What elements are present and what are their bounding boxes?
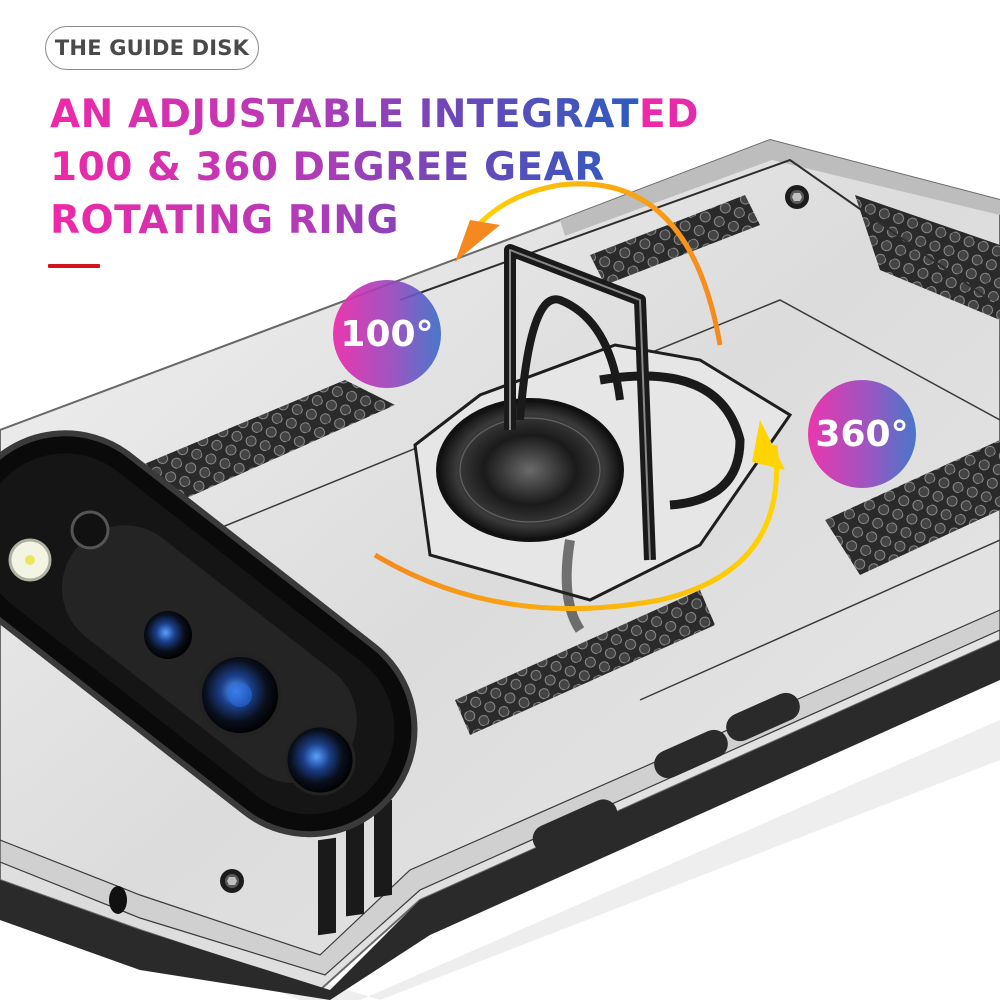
camera-lens-3 [284, 724, 356, 796]
ring-loop-open [599, 371, 745, 510]
arc-arrow-clockwise [373, 444, 779, 612]
ring-rotating-disc [436, 398, 624, 542]
side-button-2 [654, 729, 728, 779]
headline: AN ADJUSTABLE INTEGRATED 100 & 360 DEGRE… [50, 88, 699, 247]
accent-underline [48, 264, 100, 268]
rotation-angle-bubble: 360° [808, 380, 916, 488]
bumper-ribs [318, 799, 392, 936]
arc-arrow-counterclockwise [468, 181, 723, 346]
headline-line-1: AN ADJUSTABLE INTEGRATED [50, 88, 699, 141]
grip-panel-top-right [855, 195, 1000, 320]
grip-panel-left [130, 380, 395, 510]
grip-panel-right [825, 440, 1000, 575]
guide-disk-badge: THE GUIDE DISK [45, 26, 259, 70]
grip-panel-bottom [455, 590, 715, 735]
rotation-angle-label: 360° [815, 413, 909, 455]
camera-mic [70, 510, 110, 550]
grip-panel-top [590, 195, 760, 285]
side-button-3 [726, 692, 800, 742]
curved-arrow-counterclockwise-icon [455, 220, 500, 262]
badge-label: THE GUIDE DISK [54, 36, 250, 60]
camera-lens-1 [144, 611, 192, 659]
tilt-angle-bubble: 100° [333, 280, 441, 388]
curved-arrow-clockwise-icon [752, 420, 785, 470]
headline-line-2: 100 & 360 DEGREE GEAR [50, 141, 699, 194]
side-button-1 [532, 799, 618, 853]
tilt-angle-label: 100° [340, 313, 434, 355]
screw-top [785, 185, 809, 209]
screw-bottom [220, 869, 244, 893]
headline-line-3: ROTATING RING [50, 194, 699, 247]
headphone-jack [109, 886, 127, 914]
